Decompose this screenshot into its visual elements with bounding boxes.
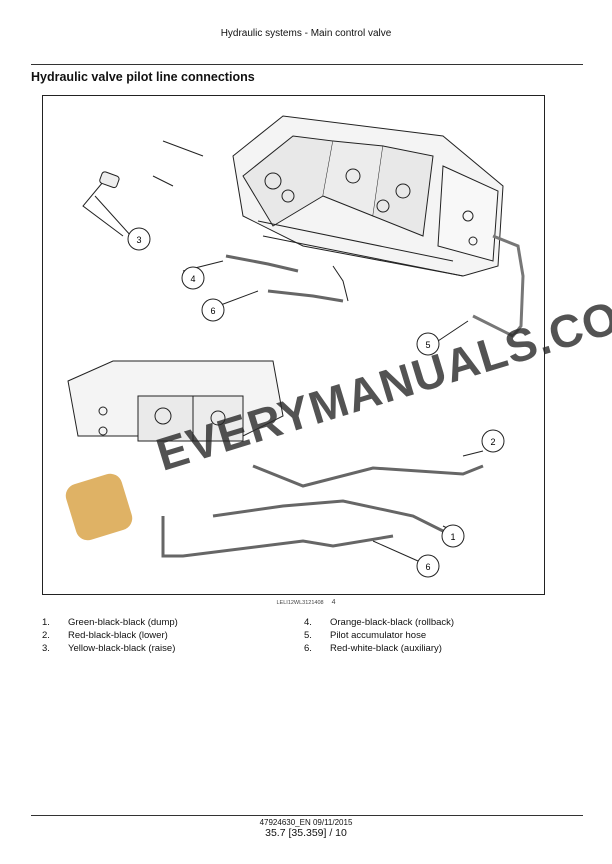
legend-item: 1. Green-black-black (dump)	[42, 616, 178, 629]
legend-number: 5.	[304, 630, 312, 641]
callout-2: 2	[481, 429, 505, 453]
legend-right: 4. Orange-black-black (rollback) 5. Pilot …	[304, 616, 454, 655]
legend-text: Green-black-black (dump)	[68, 617, 178, 628]
upper-valve-block	[232, 115, 504, 277]
callout-1: 1	[441, 524, 465, 548]
svg-text:1: 1	[450, 532, 455, 542]
legend-text: Red-black-black (lower)	[68, 630, 168, 641]
svg-text:6: 6	[425, 562, 430, 572]
lower-valve-block	[67, 360, 284, 442]
valve-line-drawing: 3 4 6 5 2 1 6	[67, 115, 525, 578]
legend-number: 3.	[42, 643, 50, 654]
caption-number: 4	[331, 599, 336, 606]
section-title: Hydraulic valve pilot line connections	[31, 70, 255, 84]
hydraulic-valve-figure: 3 4 6 5 2 1 6	[42, 95, 545, 595]
running-header: Hydraulic systems - Main control valve	[220, 28, 392, 39]
caption-code: LELI12WL3121408	[276, 600, 324, 606]
legend-number: 4.	[304, 617, 312, 628]
svg-text:5: 5	[425, 340, 430, 350]
footer-rule	[31, 815, 583, 816]
legend-text: Pilot accumulator hose	[330, 630, 427, 641]
callout-6-upper: 6	[201, 298, 225, 322]
legend-item: 2. Red-black-black (lower)	[42, 629, 178, 642]
legend-number: 1.	[42, 617, 50, 628]
figure-caption: LELI12WL3121408 4	[0, 599, 612, 606]
legend-item: 5. Pilot accumulator hose	[304, 629, 454, 642]
svg-text:4: 4	[190, 274, 195, 284]
legend-item: 6. Red-white-black (auxiliary)	[304, 642, 454, 655]
header-rule	[31, 64, 583, 65]
footer-doc-id: 47924630_EN 09/11/2015	[259, 818, 353, 827]
callout-5: 5	[416, 332, 440, 356]
svg-text:6: 6	[210, 306, 215, 316]
legend-number: 2.	[42, 630, 50, 641]
legend-text: Orange-black-black (rollback)	[330, 617, 455, 628]
svg-text:3: 3	[136, 235, 141, 245]
callout-4: 4	[181, 266, 205, 290]
footer-page-number: 35.7 [35.359] / 10	[265, 827, 347, 839]
svg-text:2: 2	[490, 437, 495, 447]
callout-6-lower: 6	[416, 554, 440, 578]
legend-text: Yellow-black-black (raise)	[68, 643, 176, 654]
callout-3: 3	[127, 227, 151, 251]
legend-left: 1. Green-black-black (dump) 2. Red-black-b…	[42, 616, 178, 655]
legend-item: 4. Orange-black-black (rollback)	[304, 616, 454, 629]
legend-item: 3. Yellow-black-black (raise)	[42, 642, 178, 655]
legend-text: Red-white-black (auxiliary)	[330, 643, 442, 654]
legend-number: 6.	[304, 643, 312, 654]
